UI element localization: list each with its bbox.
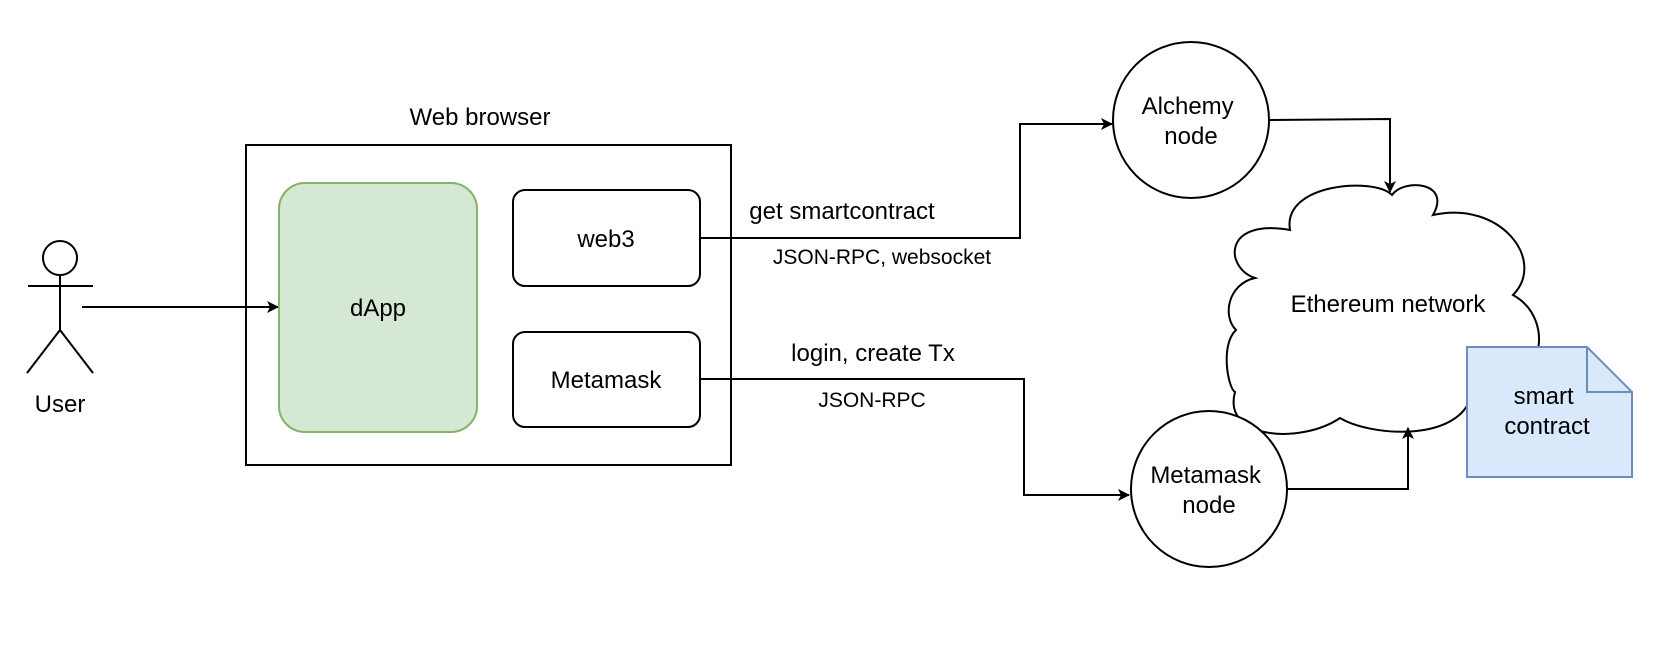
edge-web3-to-alchemy-sublabel: JSON-RPC, websocket bbox=[773, 246, 991, 269]
web3-label: web3 bbox=[576, 226, 634, 253]
smart-contract-document bbox=[1466, 346, 1633, 478]
metamask-node-label-line2: node bbox=[1182, 492, 1235, 519]
dapp-box bbox=[278, 182, 478, 433]
alchemy-node-label-line2: node bbox=[1164, 123, 1217, 150]
edge-metamask-to-node-sublabel: JSON-RPC bbox=[818, 389, 925, 412]
edge-web3-to-alchemy-label: get smartcontract bbox=[749, 198, 935, 225]
edge-alchemy-to-ethereum bbox=[1269, 117, 1396, 193]
user-actor-head bbox=[42, 240, 78, 276]
alchemy-node bbox=[1112, 41, 1270, 199]
dapp-label: dApp bbox=[350, 295, 406, 322]
smart-contract-label-line1: smart bbox=[1514, 383, 1574, 410]
ethereum-network-label: Ethereum network bbox=[1291, 291, 1487, 318]
browser-container bbox=[245, 144, 732, 466]
user-label: User bbox=[35, 391, 86, 418]
user-actor bbox=[26, 240, 94, 374]
browser-title: Web browser bbox=[410, 104, 551, 131]
edge-metamask-node-to-ethereum bbox=[1288, 427, 1414, 490]
smart-contract-label-line2: contract bbox=[1504, 413, 1590, 440]
alchemy-node-label-line1: Alchemy bbox=[1142, 93, 1234, 120]
user-actor-left-leg bbox=[26, 329, 61, 374]
edge-metamask-to-node-label: login, create Tx bbox=[791, 340, 955, 367]
smart-contract-folded-corner bbox=[1586, 347, 1632, 393]
smart-contract-label: smart contract bbox=[1504, 383, 1590, 440]
metamask-node bbox=[1130, 410, 1288, 568]
edge-web3-to-alchemy bbox=[700, 118, 1113, 239]
user-actor-right-leg bbox=[59, 329, 94, 374]
alchemy-node-label: Alchemy node bbox=[1142, 93, 1241, 150]
metamask-node-label-line1: Metamask bbox=[1150, 462, 1262, 489]
metamask-node-label: Metamask node bbox=[1150, 462, 1267, 519]
edge-metamask-to-node bbox=[700, 378, 1130, 501]
ethereum-network-cloud bbox=[1225, 184, 1540, 435]
metamask-label: Metamask bbox=[551, 367, 663, 394]
